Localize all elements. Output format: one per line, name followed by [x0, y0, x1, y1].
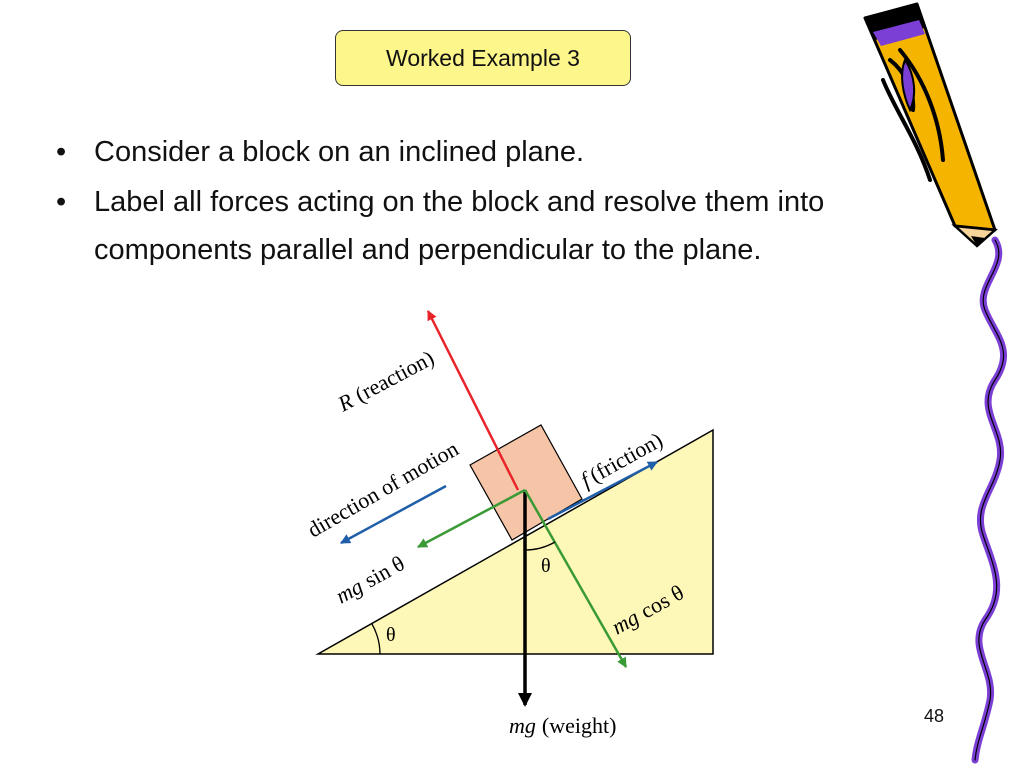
block	[469, 424, 583, 541]
pencil-lead	[971, 236, 985, 246]
bullet-text: Consider a block on an inclined plane.	[94, 136, 585, 168]
mg-sin-arrow	[417, 488, 526, 549]
pencil-highlight	[901, 57, 916, 113]
mg-sin-label: mgsin θ	[331, 550, 408, 608]
incline-triangle	[315, 428, 714, 655]
bullet-marker: •	[56, 186, 67, 218]
friction-arrow	[547, 460, 658, 521]
slide-title-text: Worked Example 3	[386, 44, 580, 71]
incline-theta-label: θ	[386, 624, 396, 646]
bullet-item: • Label all forces acting on the block a…	[52, 178, 914, 274]
mg-sin-text: sin θ	[360, 550, 409, 592]
block-angle-arc	[524, 541, 556, 551]
mg-sin-symbol: mg	[331, 573, 367, 608]
weight-text: (weight)	[542, 713, 617, 738]
mg-cos-arrow	[523, 489, 628, 668]
incline-angle-arc	[371, 623, 381, 655]
weight-symbol: mg	[509, 713, 536, 738]
squiggle-outline	[974, 239, 1005, 761]
pencil-band	[873, 20, 925, 46]
block-theta-label: θ	[541, 555, 551, 577]
reaction-label: R(reaction)	[333, 345, 438, 417]
bullet-item: • Consider a block on an inclined plane.	[52, 128, 912, 176]
pencil-tip	[951, 224, 998, 248]
reaction-text: (reaction)	[351, 345, 438, 407]
bullet-marker: •	[56, 136, 67, 168]
reaction-arrow	[426, 310, 520, 491]
page-number: 48	[924, 706, 945, 726]
pencil-icon	[863, 2, 1008, 764]
bullet-text: Label all forces acting on the block and…	[94, 186, 825, 266]
bullet-list: • Consider a block on an inclined plane.…	[52, 128, 912, 276]
weight-label: mg(weight)	[509, 713, 616, 738]
motion-arrow	[340, 484, 447, 545]
slide-title: Worked Example 3	[335, 30, 631, 86]
